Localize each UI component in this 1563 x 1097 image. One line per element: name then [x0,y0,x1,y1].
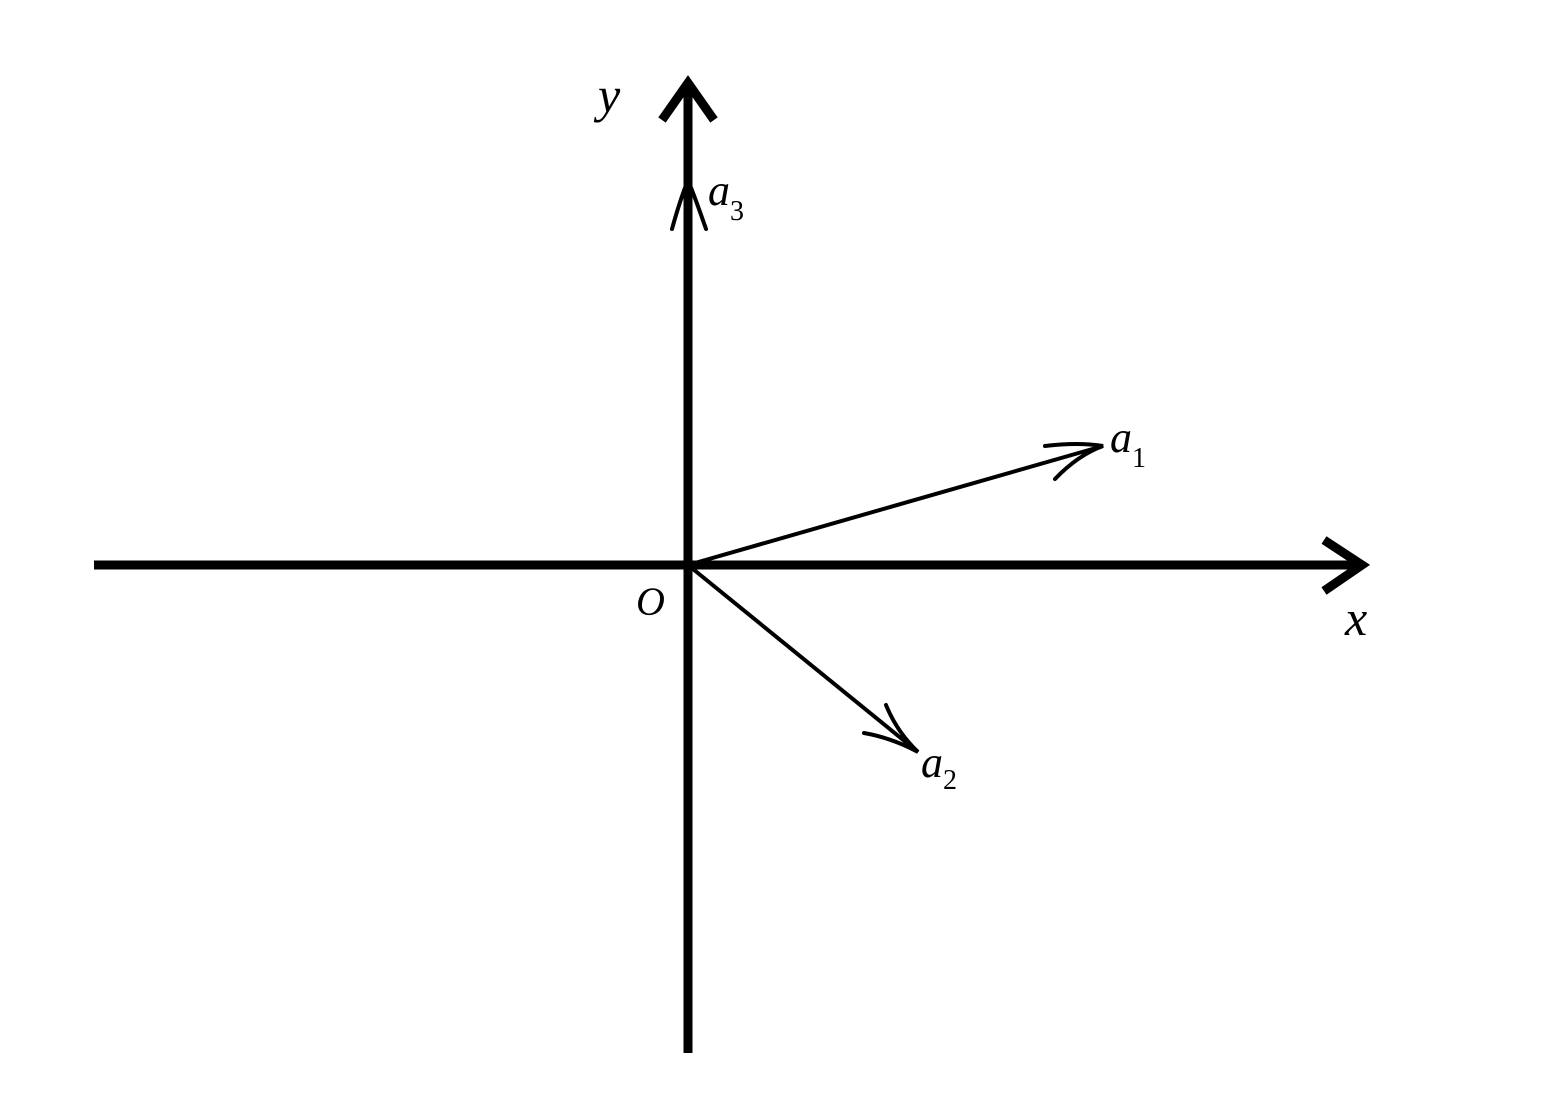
x-axis-arrowhead [1321,536,1371,595]
vector-a2-line [686,563,920,754]
vector-a3 [670,174,708,231]
vector-a1-label-base: a [1110,413,1132,462]
vector-a1-label-subscript: 1 [1132,443,1146,474]
x-axis [94,536,1371,595]
vector-a3-arrowhead [670,174,708,231]
vector-a2-label: a2 [921,738,957,796]
vector-a1-line [687,444,1104,567]
y-axis-label: y [593,67,621,123]
vector-a2 [686,563,920,754]
x-axis-label: x [1344,590,1367,646]
vector-a2-label-subscript: 2 [943,765,957,796]
vector-a3-label: a3 [708,166,744,227]
vector-a3-label-subscript: 3 [730,196,744,227]
vector-a3-label-base: a [708,166,730,215]
vector-a2-arrowhead [862,703,920,754]
origin-label: O [636,579,665,624]
vector-a1 [687,442,1104,567]
vector-a1-arrowhead [1043,442,1104,481]
vector-a1-label: a1 [1110,413,1146,474]
vector-a2-label-base: a [921,738,943,787]
y-axis-arrowhead [658,75,718,123]
